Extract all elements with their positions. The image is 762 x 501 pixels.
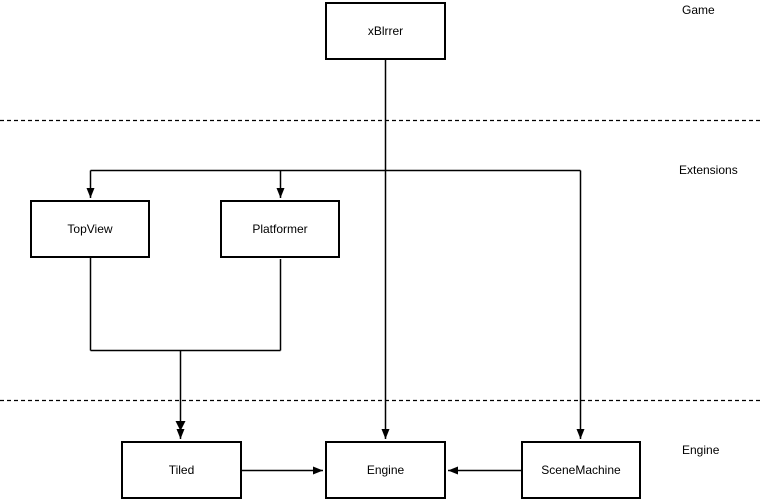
section-label-extensions: Extensions	[679, 163, 738, 177]
node-platformer: Platformer	[220, 200, 340, 258]
node-engine: Engine	[325, 441, 446, 499]
section-label-engine: Engine	[682, 443, 720, 457]
node-scenemachine: SceneMachine	[521, 441, 641, 499]
node-topview: TopView	[30, 200, 150, 258]
section-label-game: Game	[682, 3, 715, 17]
node-xblrrer: xBlrrer	[325, 2, 446, 60]
node-tiled-label: Tiled	[168, 463, 195, 477]
node-platformer-label: Platformer	[252, 222, 308, 236]
node-engine-label: Engine	[366, 463, 405, 477]
node-scenemachine-label: SceneMachine	[541, 463, 621, 477]
node-topview-label: TopView	[67, 222, 113, 236]
edge-merged-tiled-second-arrowhead	[175, 421, 186, 431]
node-xblrrer-label: xBlrrer	[367, 24, 404, 38]
node-tiled: Tiled	[121, 441, 242, 499]
